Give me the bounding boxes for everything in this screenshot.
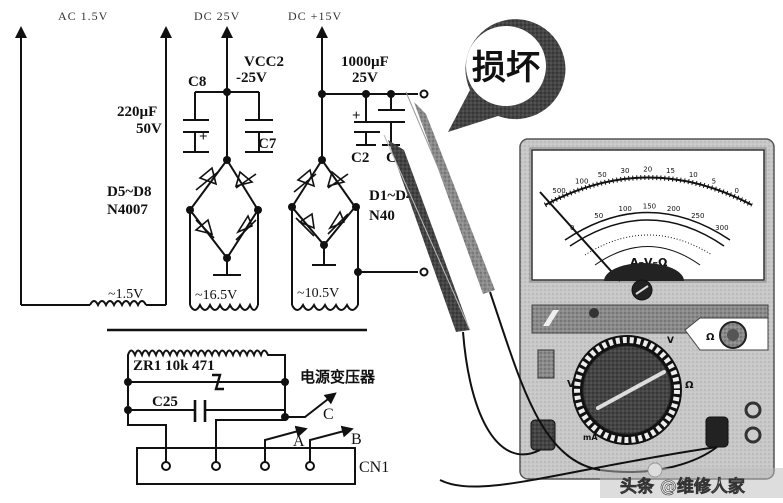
dc-pos-rail-label: DC +15V [288, 9, 342, 23]
volt-scale-label: 200 [667, 205, 680, 213]
com-jack[interactable] [530, 419, 556, 451]
range-indicator [537, 349, 555, 379]
winding-2-label: ~16.5V [195, 288, 237, 303]
dial-mark-v-dc: V [667, 336, 674, 346]
volt-scale-label: 150 [643, 203, 656, 211]
red-probe-lead [489, 291, 718, 473]
ohm-scale-label: 50 [598, 171, 607, 179]
ohm-scale-label: 500 [552, 187, 565, 195]
watermark-text: 头条 @维修人家 [620, 476, 745, 497]
tap-a-label: A [293, 433, 305, 450]
diode-symbols [194, 166, 349, 241]
aux-jack-2[interactable] [744, 426, 762, 444]
dial-mark-ohm: Ω [685, 380, 694, 391]
transformer-label: 电源变压器 [300, 368, 376, 386]
bridge-right-name: D1~D4 [369, 188, 414, 204]
tap-c-label: C [323, 406, 334, 423]
c8-value: 220µF [117, 104, 157, 120]
tap-b-label: B [351, 431, 362, 448]
c8-label: C8 [188, 74, 206, 90]
winding-1-label: ~1.5V [108, 287, 143, 302]
damaged-callout: 损坏 [448, 19, 566, 132]
ohm-scale-label: 30 [620, 167, 629, 175]
ohm-scale-label: 5 [712, 177, 716, 185]
callout-text: 损坏 [472, 48, 540, 88]
ac-rail [15, 26, 172, 308]
ohm-scale-label: 0 [735, 187, 739, 195]
probes [383, 91, 718, 488]
c7-label: C7 [258, 136, 277, 152]
red-probe[interactable] [414, 102, 495, 294]
c8-plus: + [199, 129, 208, 145]
ohm-scale-label: 100 [575, 177, 588, 185]
bridge-left-part: N4007 [107, 202, 148, 218]
ohm-scale-label: 15 [666, 167, 675, 175]
c25-label: C25 [152, 394, 178, 410]
volt-scale-label: 300 [715, 224, 728, 232]
ohm-scale-label: 10 [689, 171, 698, 179]
c1-c2-voltage: 25V [352, 70, 378, 86]
watermark: 头条 @维修人家 [600, 462, 783, 498]
ohm-adjust-label: Ω [706, 332, 715, 343]
c2-label: C2 [351, 150, 369, 166]
connector-label: CN1 [359, 459, 389, 476]
volt-scale-label: 50 [594, 212, 603, 220]
dial-mark-ma: mA [583, 433, 598, 442]
winding-3-label: ~10.5V [297, 286, 339, 301]
volt-scale-label: 250 [691, 212, 704, 220]
meter-needle [539, 191, 621, 282]
ac-rail-label: AC 1.5V [58, 9, 108, 23]
aux-jack-1[interactable] [744, 401, 762, 419]
c2-plus: + [352, 108, 361, 124]
vcc2-label: VCC2 [244, 54, 284, 70]
c1-c2-capacitance: 1000µF [341, 54, 389, 70]
dc-neg-rail-label: DC 25V [194, 9, 240, 23]
volt-scale-arc [564, 211, 731, 241]
junction-dots [124, 88, 395, 421]
dial-mark-v: V [567, 379, 575, 390]
c8-voltage: 50V [136, 121, 162, 137]
black-probe-lead [462, 331, 541, 456]
varistor-label: ZR1 10k 471 [133, 358, 215, 374]
v-ohm-jack[interactable] [705, 416, 729, 448]
ohm-scale-label: 20 [643, 166, 652, 174]
bridge-left-name: D5~D8 [107, 184, 151, 200]
bridge-right-part: N40 [369, 208, 395, 224]
vcc2-voltage: -25V [236, 70, 267, 86]
volt-scale-label: 100 [619, 205, 632, 213]
